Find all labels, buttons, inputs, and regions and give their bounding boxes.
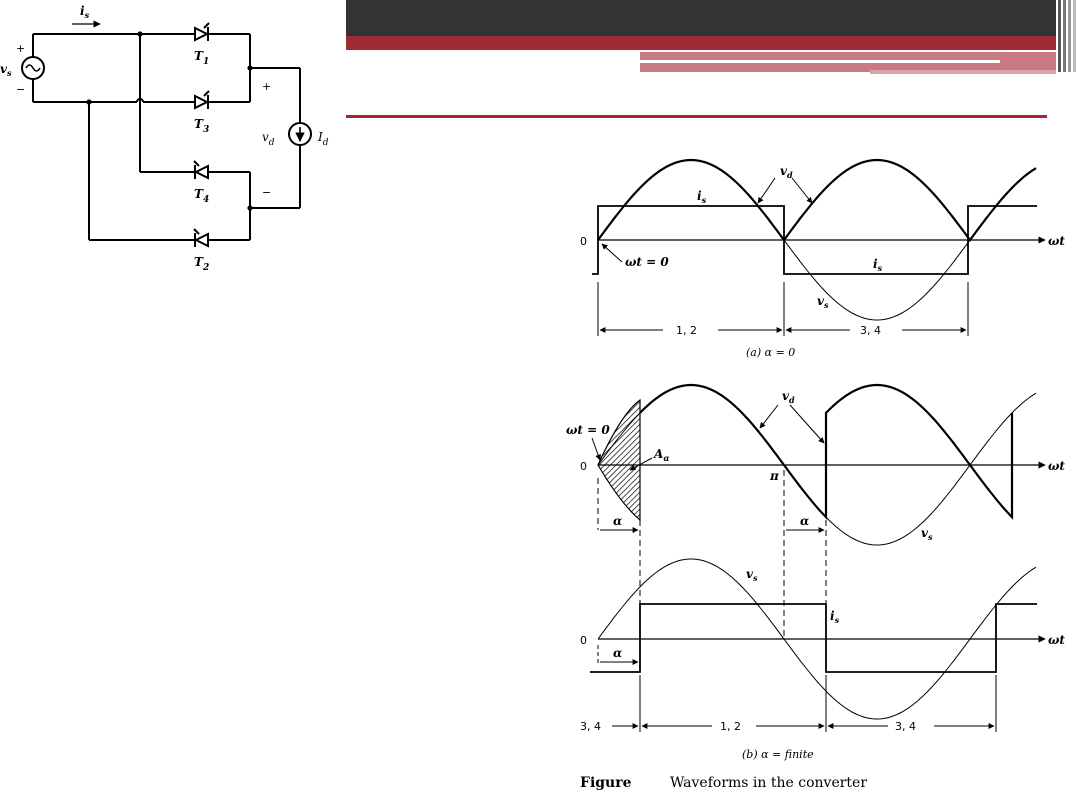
source-voltage-label: vs bbox=[0, 62, 12, 78]
header-light-red-small bbox=[870, 70, 1056, 74]
panel-c-zero: 0 bbox=[580, 634, 587, 647]
panel-b-pi-label: π bbox=[769, 469, 779, 483]
thyristor-t4-icon bbox=[193, 160, 209, 180]
panel-a-interval-2: 3, 4 bbox=[860, 324, 881, 337]
panel-c-is-label: is bbox=[830, 609, 840, 625]
panel-a-vd-pointer-2 bbox=[791, 177, 813, 204]
source-minus: − bbox=[16, 83, 25, 96]
source-current-label: is bbox=[80, 4, 90, 20]
panel-a-axis-label: ωt bbox=[1048, 234, 1065, 248]
dc-plus: + bbox=[262, 80, 271, 93]
dc-minus: − bbox=[262, 186, 271, 199]
thyristor-t1-label: T1 bbox=[194, 49, 209, 67]
header-decoration bbox=[346, 0, 1080, 118]
panel-a-wt0-label: ωt = 0 bbox=[625, 255, 669, 269]
circuit-diagram bbox=[32, 33, 301, 241]
panel-c-is-waveform bbox=[590, 603, 1037, 673]
thyristor-t2-label: T2 bbox=[194, 255, 209, 273]
thyristor-t3-icon bbox=[194, 90, 210, 110]
panel-c-vs-curve bbox=[597, 558, 1037, 720]
panel-a-interval-1: 1, 2 bbox=[676, 324, 697, 337]
source-plus: + bbox=[16, 42, 25, 55]
panel-c-interval-3: 3, 4 bbox=[895, 720, 916, 733]
panel-a-wt0-pointer bbox=[601, 243, 623, 263]
panel-a-caption: (a) α = 0 bbox=[746, 346, 795, 359]
panel-a-is-bottom-label: is bbox=[873, 257, 883, 273]
panel-a-zero: 0 bbox=[580, 235, 587, 248]
panel-b-vd-label: vd bbox=[782, 389, 795, 405]
panel-b-vd-pointer-2 bbox=[789, 404, 825, 444]
panel-c-interval-1: 3, 4 bbox=[580, 720, 601, 733]
panel-b-vd-curve bbox=[639, 383, 1014, 520]
ac-source-icon bbox=[21, 56, 45, 80]
circuit-nodes bbox=[86, 31, 253, 211]
panel-b-hatched-area bbox=[597, 398, 641, 522]
panel-a-vd-pointer-1 bbox=[757, 177, 776, 204]
panel-a-vd-label: vd bbox=[780, 164, 793, 180]
panel-b-axis-label: ωt bbox=[1048, 459, 1065, 473]
panel-c-interval-2: 1, 2 bbox=[720, 720, 741, 733]
panel-c-axis-label: ωt bbox=[1048, 633, 1065, 647]
figure-label: Figure bbox=[580, 775, 632, 791]
panel-b-zero: 0 bbox=[580, 460, 587, 473]
panel-a-is-top-label: is bbox=[697, 189, 707, 205]
header-red-bar bbox=[346, 36, 1056, 50]
header-vertical-stripes bbox=[1056, 0, 1080, 72]
panel-b-alpha-label-2: α bbox=[800, 514, 809, 528]
panel-b-alpha-label-1: α bbox=[613, 514, 622, 528]
panel-a-vd-curve bbox=[597, 158, 1037, 242]
dc-voltage-label: vd bbox=[262, 130, 275, 148]
panel-b: 0 ωt = 0 Aα vd π ωt α α vs bbox=[566, 383, 1065, 672]
panel-b-aalpha-pointer bbox=[629, 457, 653, 471]
panel-b-aalpha-label: Aα bbox=[653, 447, 669, 463]
figure-title: Waveforms in the converter bbox=[670, 775, 867, 791]
panel-a: 0 vd is is vs ωt = 0 ωt 1, 2 3, 4 (a) α … bbox=[580, 158, 1065, 359]
panel-c-caption: (b) α = finite bbox=[742, 748, 814, 761]
header-white-stripe bbox=[640, 60, 1000, 63]
panel-b-vs-label: vs bbox=[921, 526, 933, 542]
panel-c-vs-label: vs bbox=[746, 567, 758, 583]
panel-a-is-waveform bbox=[592, 205, 1037, 275]
panel-c: 0 vs is ωt α 3, 4 1, 2 3, 4 (b) α = fini… bbox=[580, 558, 1065, 761]
panel-b-wt0-label: ωt = 0 bbox=[566, 423, 610, 437]
panel-b-vd-pointer-1 bbox=[759, 404, 779, 429]
panel-b-wt0-pointer bbox=[591, 437, 601, 461]
thyristor-t4-label: T4 bbox=[194, 187, 209, 205]
thyristor-t2-icon bbox=[193, 228, 209, 248]
panel-a-vs-label: vs bbox=[817, 294, 829, 310]
title-rule bbox=[346, 115, 1047, 118]
header-dark-bar bbox=[346, 0, 1080, 36]
thyristor-t1-icon bbox=[194, 22, 210, 42]
dc-current-label: Id bbox=[317, 130, 329, 148]
dc-current-source-icon bbox=[288, 122, 312, 146]
thyristor-t3-label: T3 bbox=[194, 117, 209, 135]
panel-c-alpha-label: α bbox=[613, 646, 622, 660]
